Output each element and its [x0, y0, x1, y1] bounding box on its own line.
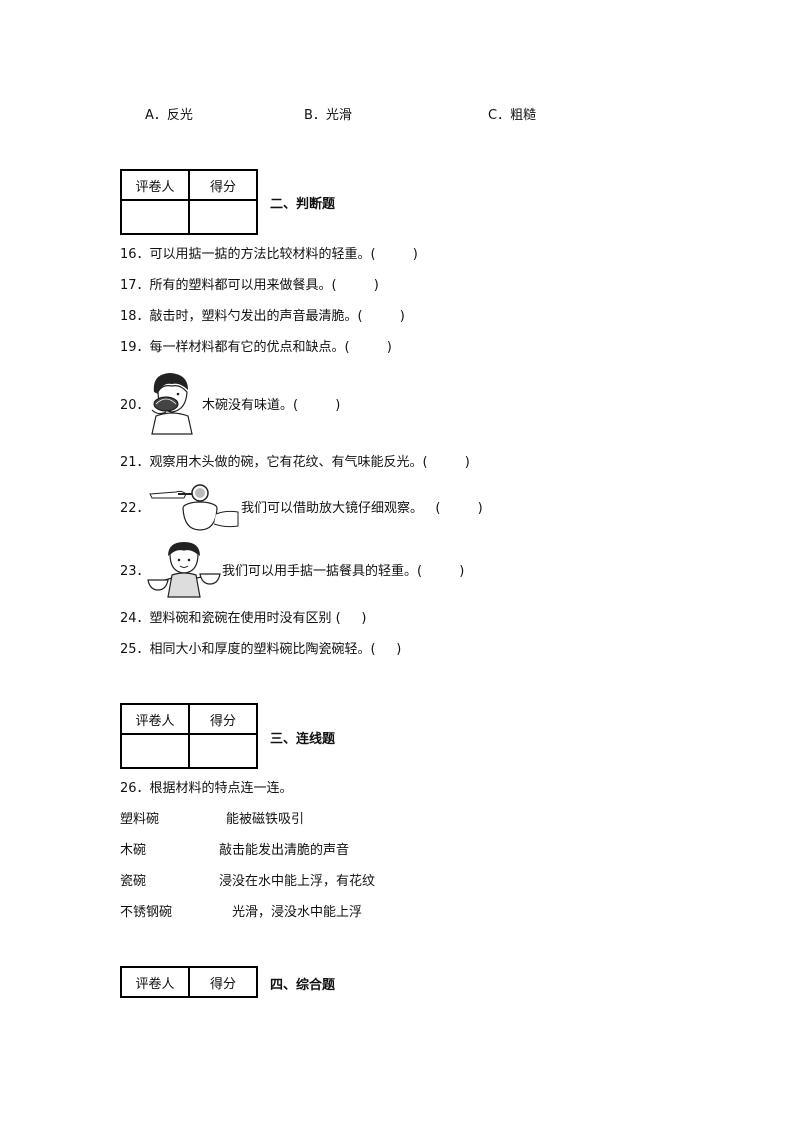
- section-title-match: 三、连线题: [270, 732, 336, 747]
- question-16: 16．可以用掂一掂的方法比较材料的轻重。( ): [120, 247, 418, 262]
- score-table-judge: 评卷人 得分: [120, 169, 258, 235]
- reviewer-header: 评卷人: [120, 703, 190, 735]
- match-left-item[interactable]: 不锈钢碗: [120, 905, 173, 920]
- magnifier-bowl-illustration: [149, 484, 239, 531]
- question-18: 18．敲击时，塑料勺发出的声音最清脆。( ): [120, 309, 405, 324]
- score-table-match: 评卷人 得分: [120, 703, 258, 769]
- question-20-text: 木碗没有味道。( ): [202, 398, 341, 413]
- question-23-text: 我们可以用手掂一掂餐具的轻重。( ): [222, 564, 465, 579]
- option-c: C．粗糙: [488, 108, 537, 123]
- question-17: 17．所有的塑料都可以用来做餐具。( ): [120, 278, 379, 293]
- match-right-item[interactable]: 浸没在水中能上浮，有花纹: [219, 874, 376, 889]
- question-25: 25．相同大小和厚度的塑料碗比陶瓷碗轻。( ): [120, 642, 402, 657]
- score-cell[interactable]: [188, 199, 258, 235]
- match-right-item[interactable]: 光滑，浸没水中能上浮: [232, 905, 363, 920]
- score-header: 得分: [188, 966, 258, 998]
- score-header: 得分: [188, 169, 258, 201]
- option-a: A．反光: [145, 108, 193, 123]
- child-weighing-bowls-illustration: [147, 542, 221, 598]
- score-header: 得分: [188, 703, 258, 735]
- reviewer-header: 评卷人: [120, 966, 190, 998]
- match-right-item[interactable]: 敲击能发出清脆的声音: [219, 843, 350, 858]
- question-19: 19．每一样材料都有它的优点和缺点。( ): [120, 340, 392, 355]
- section-title-judge: 二、判断题: [270, 197, 336, 212]
- score-cell[interactable]: [188, 733, 258, 769]
- reviewer-cell[interactable]: [120, 199, 190, 235]
- option-b: B．光滑: [304, 108, 352, 123]
- reviewer-header: 评卷人: [120, 169, 190, 201]
- question-24: 24．塑料碗和瓷碗在使用时没有区别 ( ): [120, 611, 367, 626]
- match-right-item[interactable]: 能被磁铁吸引: [226, 812, 305, 827]
- question-20-number: 20．: [120, 398, 150, 413]
- question-21: 21．观察用木头做的碗，它有花纹、有气味能反光。( ): [120, 455, 470, 470]
- child-smelling-bowl-illustration: [151, 373, 193, 435]
- section-title-comprehensive: 四、综合题: [270, 978, 336, 993]
- match-left-item[interactable]: 瓷碗: [120, 874, 147, 889]
- question-22-number: 22．: [120, 501, 150, 516]
- reviewer-cell[interactable]: [120, 733, 190, 769]
- score-table-comprehensive: 评卷人 得分: [120, 966, 258, 998]
- question-23-number: 23．: [120, 564, 150, 579]
- match-left-item[interactable]: 塑料碗: [120, 812, 160, 827]
- match-prompt: 26．根据材料的特点连一连。: [120, 781, 293, 796]
- question-22-text: 我们可以借助放大镜仔细观察。 ( ): [241, 501, 483, 516]
- match-left-item[interactable]: 木碗: [120, 843, 147, 858]
